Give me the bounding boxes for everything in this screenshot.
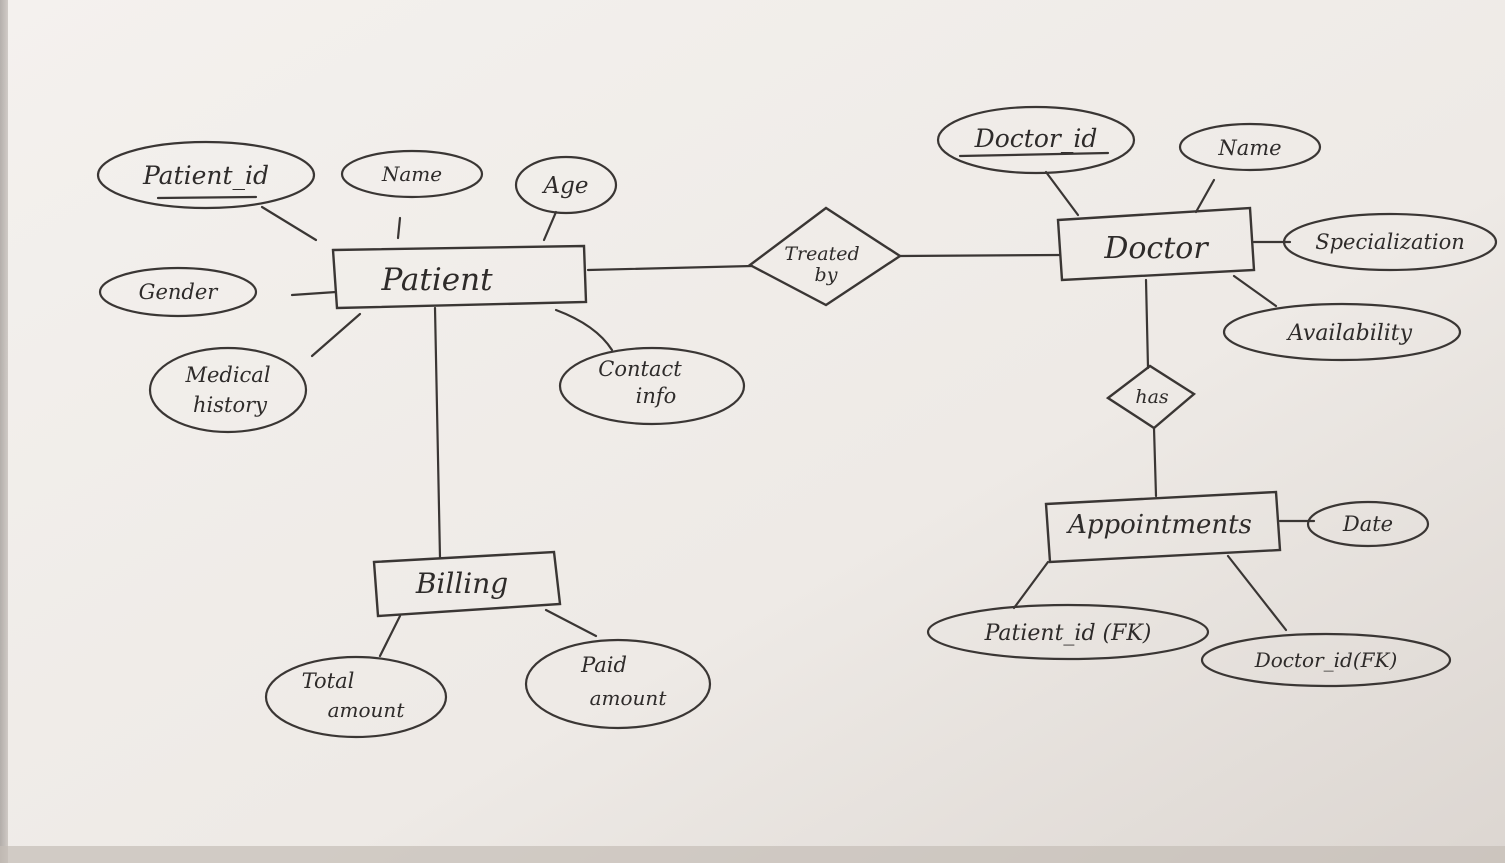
attribute-gender-label: Gender: [139, 280, 220, 304]
attribute-specialization-label: Specialization: [1315, 230, 1465, 254]
entity-patient: Patient: [331, 244, 588, 310]
attribute-availability-label: Availability: [1286, 321, 1413, 346]
paper-bottom-edge: [0, 846, 1505, 863]
attribute-appointment-doctor-id-label: Doctor_id(FK): [1254, 648, 1398, 672]
paper-left-edge: [0, 0, 8, 863]
attribute-availability: Availability: [1222, 302, 1462, 362]
attribute-doctor-id: Doctor_id: [936, 105, 1136, 175]
attribute-contact-info-line2: info: [636, 384, 677, 408]
attribute-total-amount: Total amount: [264, 655, 448, 739]
entity-doctor-label: Doctor: [1103, 231, 1209, 266]
attribute-doctor-name-label: Name: [1217, 136, 1281, 160]
relationship-treated-by-line2: by: [815, 264, 838, 286]
entity-appointments-label: Appointments: [1066, 510, 1252, 540]
attribute-medical-history-line1: Medical: [184, 363, 270, 387]
attribute-specialization: Specialization: [1282, 212, 1498, 272]
attribute-gender: Gender: [98, 266, 258, 318]
connector-lines: [260, 170, 1316, 658]
attribute-date: Date: [1306, 500, 1430, 548]
attribute-patient-id: Patient_id: [96, 140, 316, 210]
attribute-appointment-patient-id-label: Patient_id (FK): [984, 621, 1152, 646]
attribute-medical-history-line2: history: [193, 393, 268, 417]
attribute-paid-amount-line1: Paid: [580, 653, 627, 677]
attribute-total-amount-line1: Total: [302, 669, 355, 693]
attribute-doctor-name: Name: [1178, 122, 1322, 172]
attribute-doctor-id-label: Doctor_id: [974, 124, 1098, 153]
attribute-age: Age: [514, 155, 618, 215]
attribute-total-amount-line2: amount: [328, 698, 406, 722]
attribute-age-label: Age: [542, 173, 589, 199]
entity-doctor: Doctor: [1056, 206, 1256, 282]
attribute-date-label: Date: [1342, 512, 1393, 536]
relationship-has-label: has: [1135, 386, 1169, 408]
attribute-medical-history: Medical history: [148, 346, 308, 434]
attribute-patient-id-label: Patient_id: [142, 161, 269, 190]
entity-patient-label: Patient: [380, 262, 493, 298]
entity-billing-label: Billing: [415, 567, 508, 600]
attribute-paid-amount-line2: amount: [590, 686, 668, 710]
relationship-treated-by: Treated by: [747, 206, 903, 307]
entity-appointments: Appointments: [1044, 490, 1282, 564]
attribute-contact-info: Contact info: [558, 346, 746, 426]
relationship-treated-by-line1: Treated: [784, 243, 859, 265]
attribute-appointment-patient-id: Patient_id (FK): [926, 603, 1210, 661]
attribute-patient-name-label: Name: [381, 162, 442, 186]
entity-billing: Billing: [372, 550, 562, 618]
attribute-appointment-doctor-id: Doctor_id(FK): [1200, 632, 1452, 688]
relationship-has: has: [1105, 364, 1197, 430]
attribute-paid-amount: Paid amount: [524, 638, 712, 730]
attribute-patient-name: Name: [340, 149, 484, 199]
attribute-contact-info-line1: Contact: [598, 357, 682, 381]
